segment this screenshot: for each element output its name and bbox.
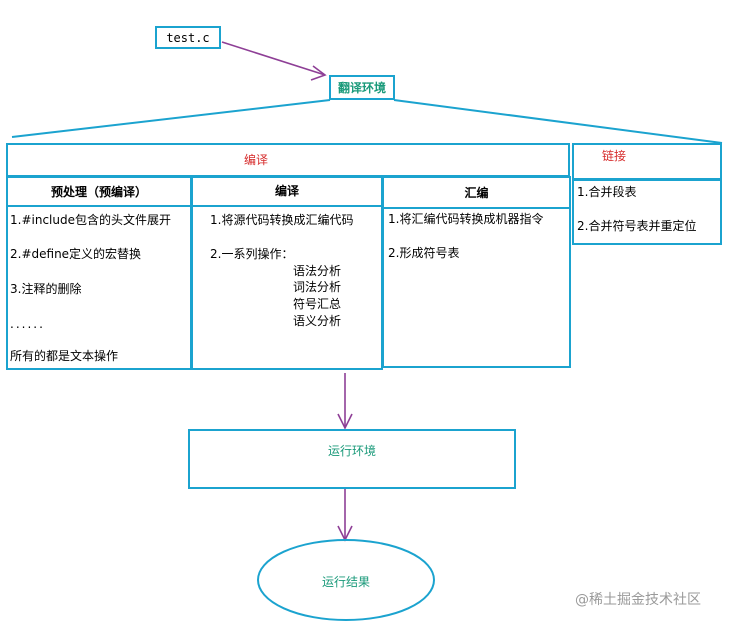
compile-stage-bar [6,143,570,177]
watermark-text: @稀土掘金技术社区 [575,592,701,608]
assemble-item: 2.形成符号表 [388,246,460,260]
preprocess-item: ...... [10,317,45,331]
link-item: 2.合并符号表并重定位 [577,219,697,233]
preprocess-item: 3.注释的删除 [10,282,82,296]
translation-env-box [329,75,395,100]
fan-line-right [393,99,723,144]
compile-sub-item: 符号汇总 [293,297,342,311]
source-file-label: test.c [166,31,210,45]
run-env-box [188,429,516,489]
compile-item: 2.一系列操作： [210,247,294,261]
compile-sub-item: 词法分析 [293,280,342,294]
preprocess-item: 1.#include包含的头文件展开 [10,213,171,227]
run-env-label: 运行环境 [327,444,376,458]
link-item: 1.合并段表 [577,185,637,199]
preprocess-title: 预处理（预编译） [50,185,147,199]
compile-title: 编译 [274,184,299,198]
run-result-label: 运行结果 [321,575,370,589]
arrow-head-translation-to-run [337,413,353,430]
preprocess-item: 所有的都是文本操作 [10,349,119,363]
assemble-title: 汇编 [464,186,489,200]
arrow-source-to-translation [221,41,326,76]
run-result-ellipse [257,539,435,621]
compile-sub-item: 语义分析 [293,314,342,328]
translation-env-label: 翻译环境 [337,81,386,95]
arrow-head-source-to-translation [310,65,327,81]
compile-stage-label: 编译 [243,153,268,167]
compile-sub-item: 语法分析 [293,264,342,278]
link-items-box [572,179,722,245]
source-file-box [155,26,221,49]
link-stage-label: 链接 [602,149,627,163]
fan-line-left [11,99,331,138]
compile-item: 1.将源代码转换成汇编代码 [210,213,354,227]
assemble-item: 1.将汇编代码转换成机器指令 [388,212,544,226]
assemble-header [382,176,571,209]
link-stage-bar [572,143,722,180]
preprocess-item: 2.#define定义的宏替换 [10,247,142,261]
